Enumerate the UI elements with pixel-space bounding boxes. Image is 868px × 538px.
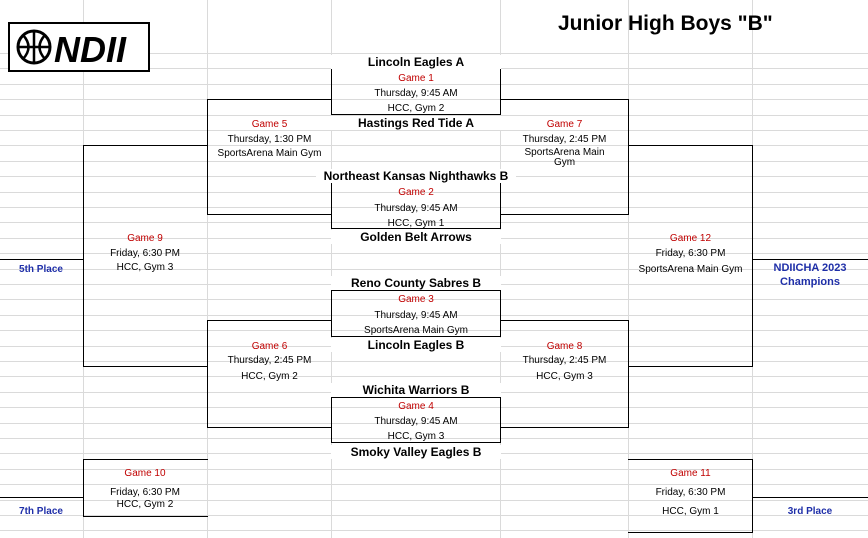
bracket-line	[500, 320, 629, 321]
game-time: Thursday, 2:45 PM	[522, 355, 607, 366]
bracket-line	[331, 442, 501, 443]
bracket-line	[752, 497, 868, 498]
bracket-line	[331, 397, 332, 443]
game-time: Thursday, 9:45 AM	[374, 310, 458, 321]
bracket-line	[207, 320, 208, 428]
bracket-line	[500, 68, 501, 115]
team-name: Lincoln Eagles B	[331, 338, 501, 352]
bracket-line	[331, 114, 501, 115]
game-venue: HCC, Gym 2	[116, 499, 174, 510]
bracket-line	[331, 182, 332, 229]
bracket-line	[500, 397, 501, 443]
bracket-line	[331, 290, 501, 291]
ndii-logo: NDII	[8, 22, 150, 72]
bracket-line	[83, 516, 208, 517]
game-venue: HCC, Gym 3	[116, 262, 174, 273]
game-venue: HCC, Gym 1	[387, 218, 445, 229]
game-label: Game 5	[251, 119, 288, 130]
bracket-line	[500, 290, 501, 337]
bracket-line	[628, 145, 753, 146]
game-venue: HCC, Gym 3	[387, 431, 445, 442]
basketball-logo-icon: NDII	[16, 29, 127, 70]
game-label: Game 4	[398, 401, 434, 412]
game-label: Game 1	[398, 73, 434, 84]
bracket-line	[752, 145, 753, 367]
game-label: Game 10	[124, 468, 166, 479]
game-venue: SportsArena Main Gym	[364, 325, 468, 336]
game-venue: HCC, Gym 2	[241, 371, 298, 382]
fifth-place-label: 5th Place	[19, 264, 63, 275]
bracket-line	[500, 99, 629, 100]
game-label: Game 8	[546, 341, 583, 352]
bracket-line	[331, 336, 501, 337]
game-label: Game 6	[251, 341, 288, 352]
bracket-line	[628, 99, 629, 215]
bracket-line	[500, 182, 501, 229]
team-name: Lincoln Eagles A	[331, 55, 501, 69]
game-time: Friday, 6:30 PM	[110, 487, 180, 498]
bracket-line	[83, 145, 84, 367]
game-venue: HCC, Gym 2	[387, 103, 445, 114]
game-label: Game 2	[398, 187, 434, 198]
bracket-line	[83, 366, 208, 367]
third-place-label: 3rd Place	[787, 506, 833, 517]
game-label: Game 9	[127, 233, 163, 244]
game-time: Thursday, 2:45 PM	[522, 134, 607, 145]
bracket-line	[628, 366, 753, 367]
game-time: Thursday, 9:45 AM	[374, 416, 458, 427]
bracket-line	[83, 145, 208, 146]
bracket-line	[207, 214, 332, 215]
game-time: Thursday, 2:45 PM	[227, 355, 312, 366]
bracket-line	[0, 497, 84, 498]
bracket-line	[331, 68, 332, 115]
logo-text: NDII	[54, 29, 127, 70]
bracket-line	[331, 397, 501, 398]
team-name: Wichita Warriors B	[331, 383, 501, 397]
game-label: Game 12	[669, 233, 712, 244]
bracket-line	[628, 320, 629, 428]
team-name: Hastings Red Tide A	[331, 116, 501, 130]
bracket-line	[83, 459, 208, 460]
bracket-line	[500, 214, 629, 215]
team-name: Golden Belt Arrows	[331, 230, 501, 244]
bracket-line	[0, 259, 84, 260]
game-time: Thursday, 9:45 AM	[374, 203, 458, 214]
game-label: Game 11	[670, 468, 711, 479]
bracket-line	[207, 320, 332, 321]
team-name: Smoky Valley Eagles B	[331, 445, 501, 459]
game-time: Thursday, 1:30 PM	[227, 134, 312, 145]
champion-label: NDIICHA 2023	[773, 262, 847, 274]
bracket-line	[331, 290, 332, 337]
game-time: Friday, 6:30 PM	[655, 248, 726, 259]
bracket-line	[83, 459, 84, 517]
game-venue: SportsArena Main Gym	[638, 264, 743, 275]
game-venue: SportsArena Main Gym	[217, 148, 322, 159]
bracket-line	[207, 99, 332, 100]
game-venue: HCC, Gym 3	[536, 371, 593, 382]
game-venue: SportsArena Main	[524, 147, 605, 158]
champion-label: Champions	[780, 276, 840, 288]
bracket-line	[331, 228, 501, 229]
bracket-line	[752, 259, 868, 260]
seventh-place-label: 7th Place	[19, 506, 63, 517]
bracket-line	[207, 427, 332, 428]
game-venue: Gym	[553, 157, 576, 168]
bracket-line	[628, 459, 753, 460]
bracket-line	[500, 427, 629, 428]
game-time: Friday, 6:30 PM	[110, 248, 180, 259]
game-time: Thursday, 9:45 AM	[374, 88, 458, 99]
game-label: Game 7	[546, 119, 583, 130]
game-label: Game 3	[398, 294, 434, 305]
team-name: Northeast Kansas Nighthawks B	[316, 169, 516, 183]
game-venue: HCC, Gym 1	[662, 506, 719, 517]
bracket-line	[628, 532, 753, 533]
team-name: Reno County Sabres B	[331, 276, 501, 290]
bracket-line	[752, 459, 753, 533]
game-time: Friday, 6:30 PM	[655, 487, 726, 498]
bracket-line	[207, 99, 208, 215]
page-title: Junior High Boys "B"	[558, 12, 773, 35]
